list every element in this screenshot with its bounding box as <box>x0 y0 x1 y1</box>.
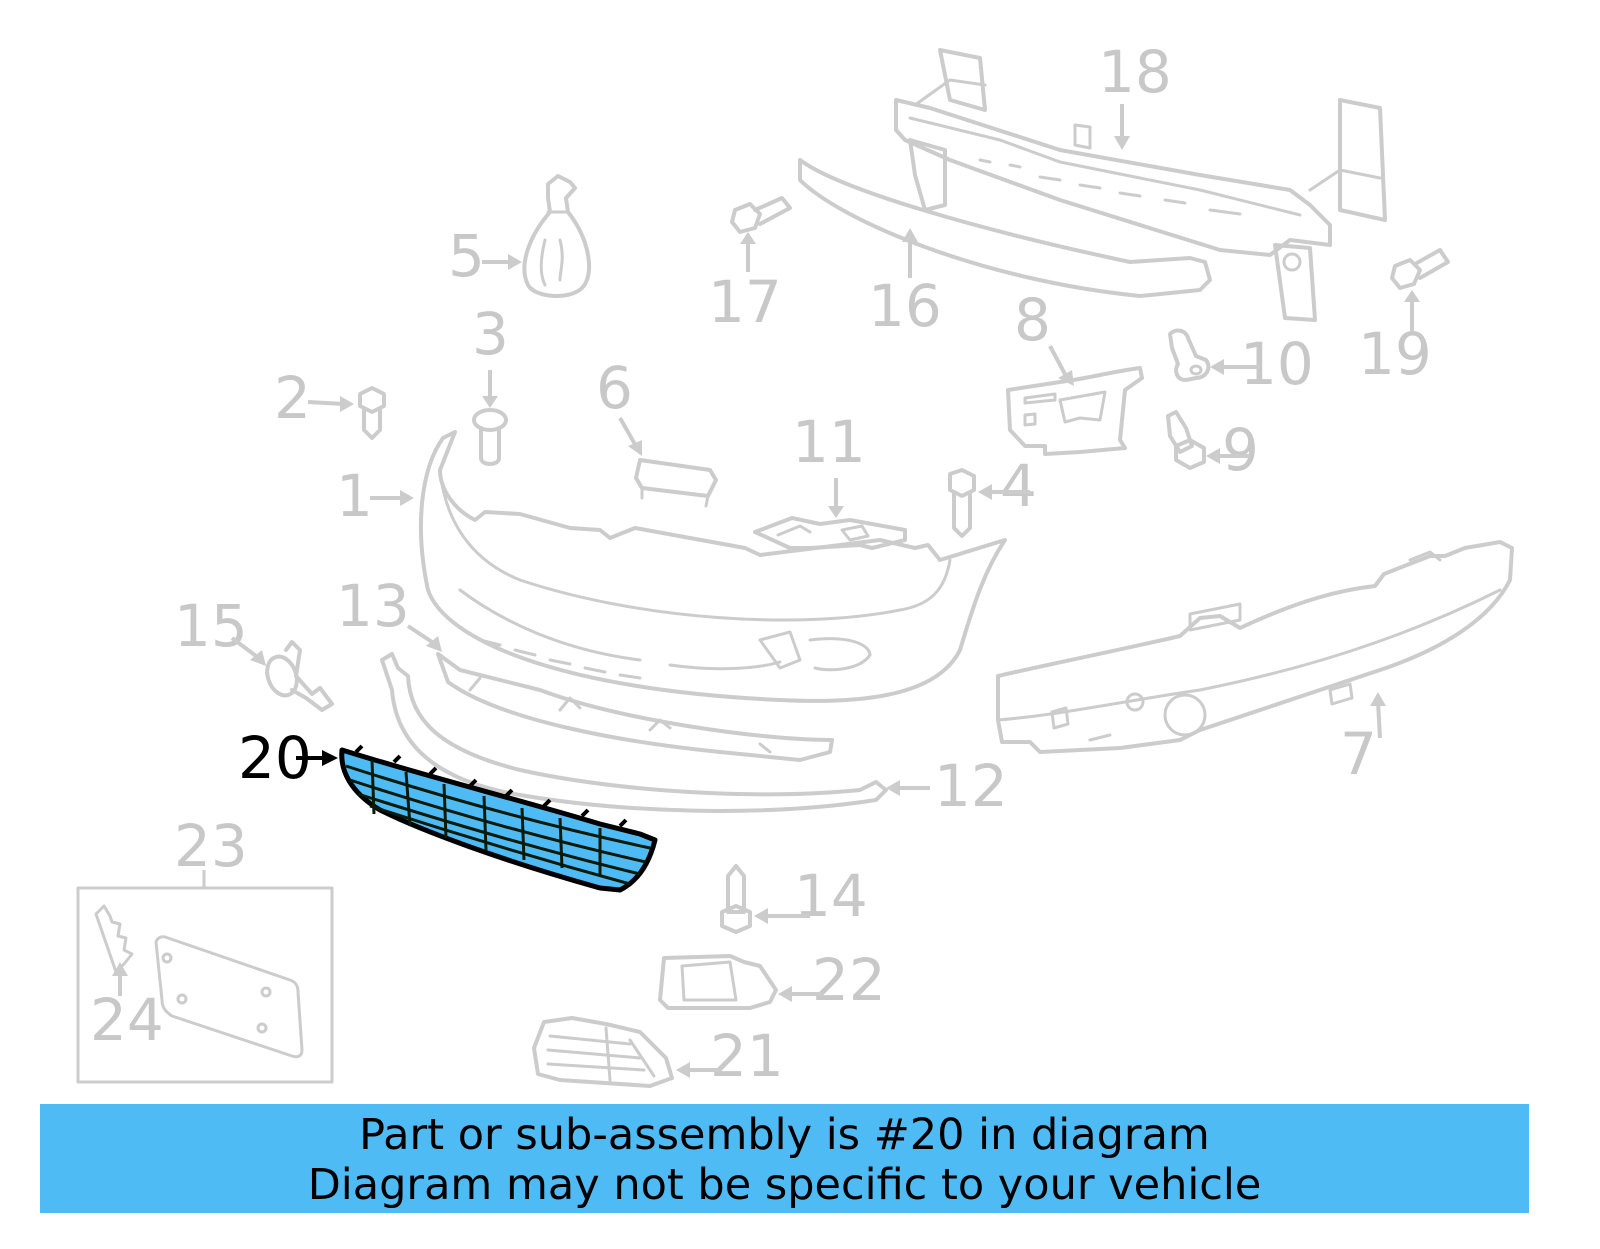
part-6-cap[interactable] <box>634 458 718 508</box>
part-21-fog-grille[interactable] <box>532 1016 674 1088</box>
part-8-bracket[interactable] <box>1006 366 1144 456</box>
part-10-clip[interactable] <box>1168 328 1211 382</box>
part-1-bumper-cover[interactable] <box>418 430 1007 703</box>
callout-9: 9 <box>1222 416 1259 484</box>
part-3-clip[interactable] <box>472 408 508 466</box>
part-4-bolt[interactable] <box>948 468 976 538</box>
callout-15: 15 <box>174 592 248 660</box>
callout-11: 11 <box>792 408 866 476</box>
callout-13: 13 <box>336 572 410 640</box>
parts-diagram: 18 16 17 19 5 3 2 <box>76 38 1514 1090</box>
part-17-bolt[interactable] <box>730 196 792 234</box>
part-19-bolt[interactable] <box>1390 248 1450 290</box>
callout-8: 8 <box>1014 286 1051 354</box>
part-5-bag[interactable] <box>522 174 592 298</box>
callout-1: 1 <box>336 462 373 530</box>
callout-6: 6 <box>596 354 633 422</box>
part-20-lower-grille[interactable] <box>339 744 658 893</box>
part-14-bolt[interactable] <box>720 864 752 934</box>
callout-19: 19 <box>1358 320 1432 388</box>
banner-line-part: Part or sub-assembly is #20 in diagram <box>359 1110 1210 1160</box>
part-24-clip-strip[interactable] <box>94 904 134 974</box>
part-23-kit-box[interactable] <box>76 870 334 1084</box>
callout-16: 16 <box>868 272 942 340</box>
callout-10: 10 <box>1240 330 1314 398</box>
callout-7: 7 <box>1340 720 1377 788</box>
callout-21: 21 <box>710 1022 784 1090</box>
info-banner: Part or sub-assembly is #20 in diagram D… <box>40 1104 1529 1213</box>
part-11-bracket[interactable] <box>753 516 907 550</box>
part-16-strip[interactable] <box>798 158 1212 298</box>
callout-4: 4 <box>1000 452 1037 520</box>
part-2-bolt[interactable] <box>358 386 386 440</box>
callout-18: 18 <box>1098 38 1172 106</box>
callout-24: 24 <box>90 986 164 1054</box>
callout-22: 22 <box>812 946 886 1014</box>
callout-3: 3 <box>472 300 509 368</box>
callout-12: 12 <box>934 752 1008 820</box>
part-13-strip[interactable] <box>436 652 834 762</box>
callout-5: 5 <box>448 222 485 290</box>
callout-14: 14 <box>794 862 868 930</box>
callout-23: 23 <box>174 812 248 880</box>
part-9-bolt[interactable] <box>1166 410 1206 470</box>
banner-line-disclaimer: Diagram may not be specific to your vehi… <box>307 1160 1262 1210</box>
part-18-reinforcement-bar[interactable] <box>894 48 1387 322</box>
callout-2: 2 <box>274 364 311 432</box>
part-22-trim[interactable] <box>658 954 778 1010</box>
part-15-cap[interactable] <box>262 640 334 712</box>
callout-17: 17 <box>708 268 782 336</box>
part-7-absorber[interactable] <box>996 540 1514 754</box>
